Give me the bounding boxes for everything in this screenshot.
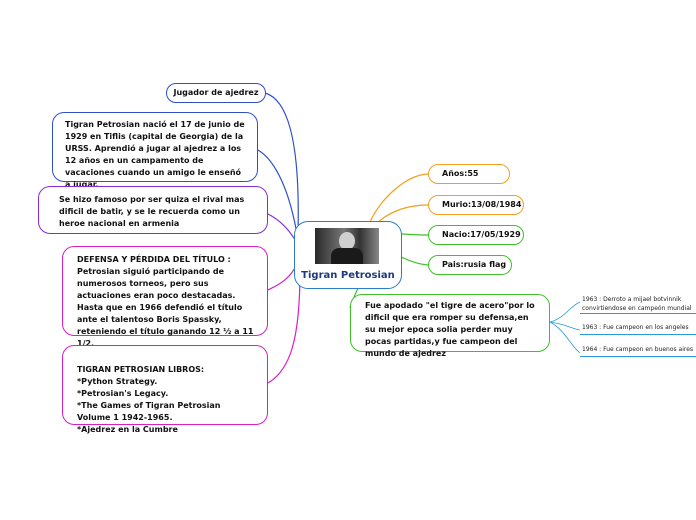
node-famoso[interactable]: Se hizo famoso por ser quiza el rival ma…: [38, 186, 268, 234]
central-title: Tigran Petrosian: [301, 270, 395, 281]
link-sub-1: [549, 301, 581, 323]
node-murio-text: Murio:13/08/1984: [442, 200, 522, 209]
node-anos-text: Años:55: [442, 169, 479, 178]
node-nacio-text: Nacio:17/05/1929: [442, 230, 521, 239]
node-pais[interactable]: Pais:rusia flag: [428, 255, 512, 275]
link-sub-3: [549, 321, 581, 354]
node-libros[interactable]: TIGRAN PETROSIAN LIBROS: *Python Strateg…: [62, 345, 268, 434]
node-bio-text: Tigran Petrosian nació el 17 de junio de…: [65, 120, 245, 189]
node-murio[interactable]: Murio:13/08/1984: [428, 195, 524, 215]
link-jugador: [264, 92, 299, 233]
central-topic[interactable]: Tigran Petrosian: [294, 221, 402, 289]
sub-item-2-underline: [580, 334, 696, 335]
node-bio[interactable]: Tigran Petrosian nació el 17 de junio de…: [52, 112, 258, 189]
node-apodo[interactable]: Fue apodado "el tigre de acero"por lo di…: [350, 294, 550, 358]
node-famoso-text: Se hizo famoso por ser quiza el rival ma…: [59, 195, 245, 228]
node-nacio[interactable]: Nacio:17/05/1929: [428, 225, 524, 245]
node-defensa[interactable]: DEFENSA Y PÉRDIDA DEL TÍTULO : Petrosian…: [62, 246, 268, 348]
node-pais-text: Pais:rusia flag: [442, 260, 507, 269]
sub-item-1-underline: [580, 313, 696, 314]
node-libros-text: TIGRAN PETROSIAN LIBROS: *Python Strateg…: [77, 365, 221, 434]
link-libros: [267, 269, 301, 384]
node-jugador[interactable]: Jugador de ajedrez: [166, 83, 266, 103]
node-anos[interactable]: Años:55: [428, 164, 510, 184]
node-jugador-text: Jugador de ajedrez: [173, 88, 259, 97]
portrait-photo: [315, 228, 379, 264]
node-defensa-text: DEFENSA Y PÉRDIDA DEL TÍTULO : Petrosian…: [77, 255, 254, 348]
link-sub-2: [549, 321, 581, 331]
sub-item-3-underline: [580, 356, 696, 357]
sub-item-1[interactable]: 1963 : Derroto a mijael botvinnik convir…: [582, 296, 692, 312]
link-anos: [369, 173, 429, 223]
sub-item-3[interactable]: 1964 : Fue campeon en buenos aires: [582, 346, 694, 353]
node-apodo-text: Fue apodado "el tigre de acero"por lo di…: [365, 301, 535, 358]
link-bio: [257, 149, 299, 241]
sub-item-2[interactable]: 1963 : Fue campeon en los angeles: [582, 324, 689, 331]
